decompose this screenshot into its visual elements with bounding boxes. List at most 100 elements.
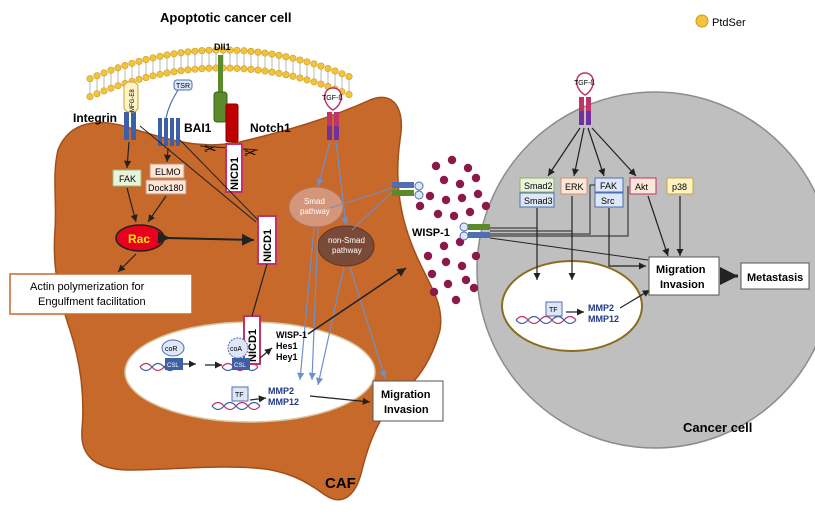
smad3-label: Smad3 [524,196,553,206]
nonsmad-pathway-line1: non-Smad [328,236,365,245]
cor-label: coR [165,346,177,353]
target-hes1: Hes1 [276,341,298,351]
mfge8-label: MFG-E8 [130,89,136,112]
cancer-invasion-label: Invasion [660,279,705,291]
cancer-mmp2: MMP2 [588,303,614,313]
lipid-head [282,53,290,61]
receptor-to-akt-line [490,186,629,237]
dock180-box [145,179,187,195]
nicd1-cytoplasm-label: NICD1 [262,229,274,262]
wisp1-particle [463,163,473,173]
src-to-migration-arrow [608,208,646,270]
mmp-to-migration-arrow [309,395,371,405]
tgfb-to-akt-arrow [591,127,637,177]
wisp1-particle [481,201,491,211]
tgfb-to-smad2-arrow [547,127,581,177]
integrin-receptor-right [131,112,136,140]
lipid-head [289,54,297,62]
lipid-head [282,71,290,79]
lipid-head [345,73,353,81]
wisp1-particle [471,251,481,261]
lipid-head [247,65,255,73]
lipid-head [149,54,157,62]
wisp1-particle [423,251,433,261]
lipid-head [191,65,199,73]
tgfb-to-smad-arrow [316,141,331,187]
integrin-receptor-left [124,112,129,140]
ptdser-legend-label: PtdSer [712,17,746,29]
lipid-head [198,47,206,55]
smad-to-mmp-arrow-2 [308,227,319,381]
caf-migration-box [372,380,444,422]
caf-mmp2: MMP2 [268,386,294,396]
wisp1-secretion-arrow [307,267,407,335]
wisp1-particle [449,211,459,221]
integrin-to-nicd-line [139,125,257,223]
smad2-label: Smad2 [524,181,553,191]
lipid-head [303,76,311,84]
caf-tf-arrow [249,395,267,403]
p38-label: p38 [672,182,687,192]
lipid-head [247,47,255,55]
wisp1-particle [441,195,451,205]
wisp1-particle [457,261,467,271]
cancer-wisp1-receptor [459,222,490,241]
notch1-receptor [225,103,239,143]
lipid-head [205,46,213,54]
cancer-mmp-to-migration-arrow [619,289,651,309]
lipid-head [177,49,185,57]
erk-label: ERK [565,182,584,192]
lipid-head [191,47,199,55]
apoptotic-cell-title: Apoptotic cancer cell [160,10,291,25]
fak-label: FAK [119,174,136,184]
target-hey1: Hey1 [276,352,298,362]
lipid-head [149,72,157,80]
lipid-head [212,46,220,54]
cancer-tgfb-label: TGF-ß [574,80,595,87]
akt-to-migration-arrow [647,195,670,257]
lipid-head [86,93,94,101]
lipid-head [170,50,178,58]
elmo-label: ELMO [155,167,181,177]
dll1-label: Dll1 [214,42,231,52]
nonsmad-pathway-line2: pathway [332,246,362,255]
src-box [594,192,624,208]
lipid-head [93,90,101,98]
bai1-receptor [158,118,180,146]
lipid-head [261,49,269,57]
lipid-head [226,64,234,72]
lipid-head [135,57,143,65]
lipid-head [310,78,318,86]
csl-box-2 [232,358,250,370]
notch1-label: Notch1 [250,121,291,135]
nicd1-to-nucleus-line [251,263,268,317]
lipid-head [289,72,297,80]
caf-wisp1-receptor [392,181,424,200]
tgfb-to-nonsmad-arrow [335,141,349,226]
csl-label-1: CSL [167,363,179,369]
wisp1-label: WISP-1 [412,227,450,239]
metastasis-box [740,262,810,290]
wisp1-particle [451,295,461,305]
p38-box [666,177,694,195]
cancer-tf-box [545,301,563,317]
scissors-icon: ✂ [244,145,257,162]
fak-to-rac-arrow [126,187,138,223]
lipid-head [331,67,339,75]
caf-mmp12: MMP12 [268,397,299,407]
cancer-migration-label: Migration [656,264,706,276]
coa-label: coA [230,346,242,353]
lipid-head [184,66,192,74]
lipid-head [163,51,171,59]
smad3-box [519,192,555,208]
scissors-icon: ✂ [204,141,217,158]
cancer-fak-label: FAK [600,181,617,191]
nonsmad-to-mmp-arrow [316,266,345,386]
nicd1-membrane-box [225,143,243,193]
lipid-head [205,64,213,72]
lipid-head [275,51,283,59]
dock-to-rac-arrow [147,195,167,223]
lipid-head [156,70,164,78]
wisp-receptor-line-2 [351,191,393,231]
